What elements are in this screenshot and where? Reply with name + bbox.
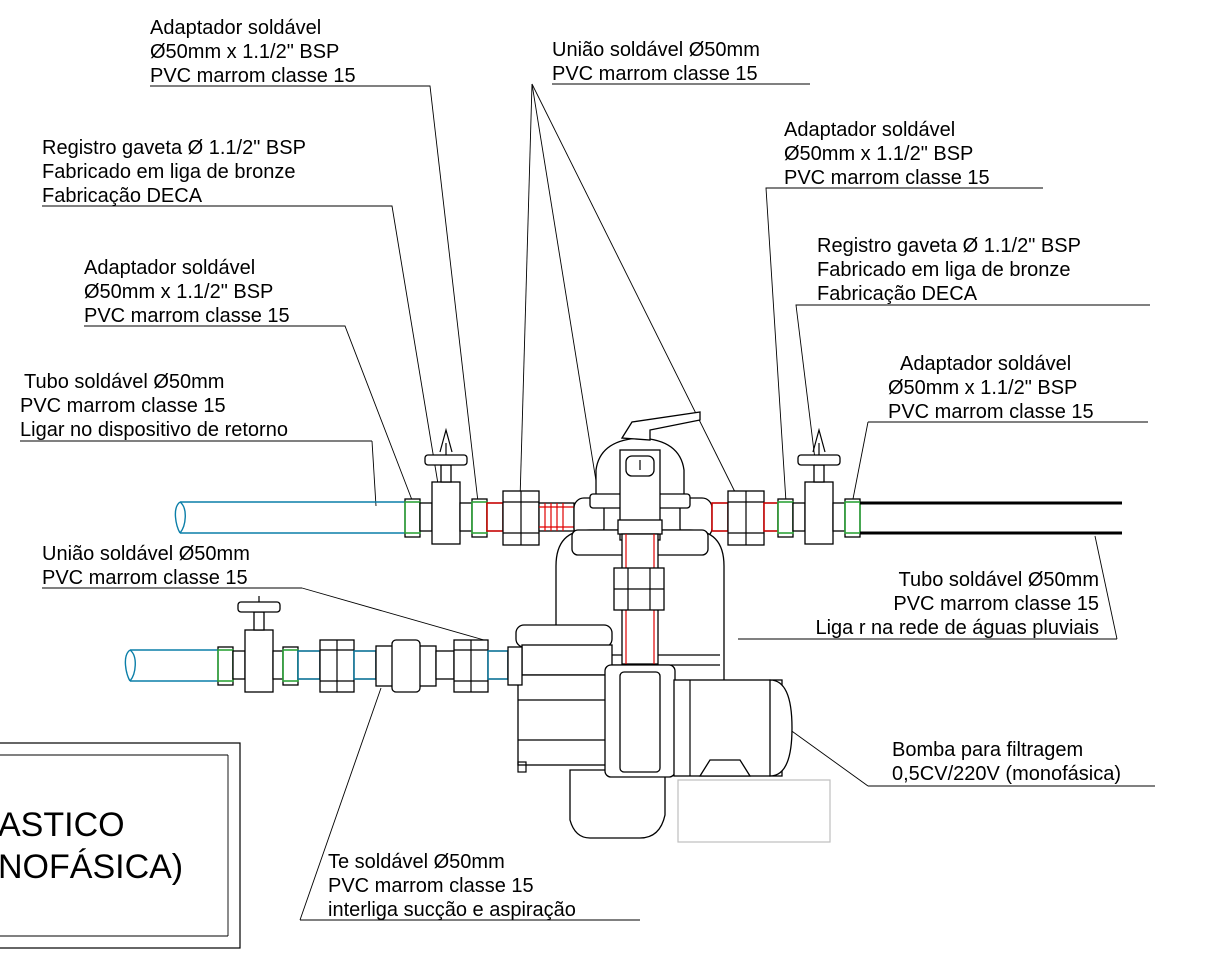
label-line: Te soldável Ø50mm <box>328 851 505 873</box>
label-line: Bomba para filtragem <box>892 739 1083 761</box>
label-line: Adaptador soldável <box>150 17 321 39</box>
label-line: União soldável Ø50mm <box>552 39 760 61</box>
label-line: PVC marrom classe 15 <box>328 875 534 897</box>
title-box: ASTICO NOFÁSICA) <box>0 742 241 949</box>
label-line: Registro gaveta Ø 1.1/2" BSP <box>42 137 306 159</box>
label-line: PVC marrom classe 15 <box>42 567 248 589</box>
label-line: interliga sucção e aspiração <box>328 899 576 921</box>
label-line: Liga r na rede de águas pluviais <box>815 617 1099 639</box>
label-te: Te soldável Ø50mm PVC marrom classe 15 i… <box>300 851 640 921</box>
label-tubo-right: Tubo soldável Ø50mm PVC marrom classe 15… <box>738 569 1117 640</box>
label-line: PVC marrom classe 15 <box>893 593 1099 615</box>
label-line: Fabricação DECA <box>42 185 203 207</box>
label-line: Fabricação DECA <box>817 283 978 305</box>
leader-lines <box>299 83 1118 921</box>
label-line: PVC marrom classe 15 <box>84 305 290 327</box>
label-bomba: Bomba para filtragem 0,5CV/220V (monofás… <box>868 739 1155 787</box>
label-uniao-top: União soldável Ø50mm PVC marrom classe 1… <box>552 39 810 85</box>
label-line: PVC marrom classe 15 <box>888 401 1094 423</box>
label-uniao-left: União soldável Ø50mm PVC marrom classe 1… <box>42 543 302 589</box>
label-line: Ligar no dispositivo de retorno <box>20 419 288 441</box>
label-registro-right: Registro gaveta Ø 1.1/2" BSP Fabricado e… <box>800 235 1150 306</box>
label-line: Adaptador soldável <box>84 257 255 279</box>
label-line: Tubo soldável Ø50mm <box>24 371 224 393</box>
label-line: Ø50mm x 1.1/2" BSP <box>84 281 273 303</box>
label-line: Tubo soldável Ø50mm <box>899 569 1099 591</box>
pump <box>515 624 831 843</box>
label-line: Fabricado em liga de bronze <box>817 259 1070 281</box>
label-line: 0,5CV/220V (monofásica) <box>892 763 1121 785</box>
label-line: PVC marrom classe 15 <box>20 395 226 417</box>
label-line: Registro gaveta Ø 1.1/2" BSP <box>817 235 1081 257</box>
label-adaptador-right-top: Adaptador soldável Ø50mm x 1.1/2" BSP PV… <box>770 119 1043 189</box>
label-adaptador-top: Adaptador soldável Ø50mm x 1.1/2" BSP PV… <box>150 17 410 87</box>
label-line: PVC marrom classe 15 <box>552 63 758 85</box>
title-line: ASTICO <box>0 806 125 844</box>
label-line: União soldável Ø50mm <box>42 543 250 565</box>
label-line: Ø50mm x 1.1/2" BSP <box>888 377 1077 399</box>
label-line: Fabricado em liga de bronze <box>42 161 295 183</box>
label-tubo-left: Tubo soldável Ø50mm PVC marrom classe 15… <box>20 371 372 442</box>
label-adaptador-right: Adaptador soldável Ø50mm x 1.1/2" BSP PV… <box>868 353 1148 423</box>
label-line: PVC marrom classe 15 <box>784 167 990 189</box>
label-adaptador-left: Adaptador soldável Ø50mm x 1.1/2" BSP PV… <box>84 257 343 327</box>
label-line: Ø50mm x 1.1/2" BSP <box>784 143 973 165</box>
label-line: Ø50mm x 1.1/2" BSP <box>150 41 339 63</box>
label-line: PVC marrom classe 15 <box>150 65 356 87</box>
label-line: Adaptador soldável <box>900 353 1071 375</box>
label-line: Adaptador soldável <box>784 119 955 141</box>
lower-pipe <box>124 596 523 693</box>
title-line: NOFÁSICA) <box>0 848 183 886</box>
label-registro-left: Registro gaveta Ø 1.1/2" BSP Fabricado e… <box>42 137 385 207</box>
